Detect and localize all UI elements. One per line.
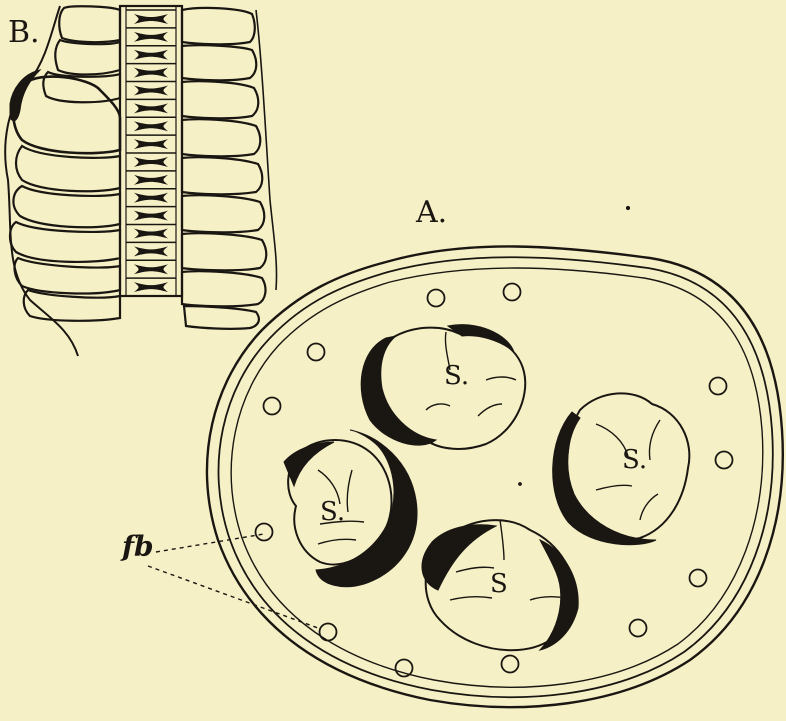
panel-a-label: A.: [415, 195, 447, 230]
panel-a-inner-wall-2: [231, 268, 763, 687]
strand-thickening: [134, 246, 168, 256]
panel-b-left-cells: [10, 6, 120, 321]
strand-thickening: [134, 50, 168, 60]
stray-dot: [519, 483, 522, 486]
panel-b-outer-edge: [5, 6, 78, 356]
fibrovascular-bundles: [256, 284, 733, 677]
strand-thickening: [134, 68, 168, 78]
panel-b-label: B.: [8, 15, 40, 50]
strand-thickening: [134, 228, 168, 238]
strand-thickening: [134, 157, 168, 167]
fb-label: fb: [120, 530, 154, 563]
strand-thickening: [134, 14, 168, 24]
panel-b-right-cells: [182, 8, 266, 329]
strand-thickening: [134, 32, 168, 42]
strand-thickening: [134, 85, 168, 95]
bundle-circle: [710, 378, 727, 395]
bundle-circle: [308, 344, 325, 361]
strand-thickening: [134, 193, 168, 203]
bundle-circle: [428, 290, 445, 307]
bundle-circle: [396, 660, 413, 677]
sorus-left: [284, 430, 417, 587]
strand-thickening: [134, 264, 168, 274]
panel-a-cross-section: [148, 246, 783, 707]
panel-a-inner-wall-1: [218, 257, 772, 697]
strand-thickening: [134, 282, 168, 292]
panel-b-tissue-section: [5, 6, 276, 356]
strand-thickening: [134, 211, 168, 221]
bundle-circle: [264, 398, 281, 415]
strand-thickening: [134, 139, 168, 149]
bundle-circle: [504, 284, 521, 301]
bundle-circle: [320, 624, 337, 641]
bundle-circle: [690, 570, 707, 587]
sorus-label-top: S.: [444, 361, 469, 391]
bundle-circle: [502, 656, 519, 673]
bundle-circle: [716, 452, 733, 469]
strand-thickening: [134, 103, 168, 113]
stray-dot: [626, 206, 629, 209]
sorus-label-bottom: S: [490, 569, 508, 599]
strand-thickening: [134, 121, 168, 131]
strand-thickening: [134, 175, 168, 185]
panel-b-central-strand: [120, 6, 182, 296]
panel-b-strand-cells: [126, 10, 176, 296]
bundle-circle: [630, 620, 647, 637]
sorus-label-right: S.: [622, 445, 647, 475]
bundle-circle: [256, 524, 273, 541]
sorus-label-left: S.: [320, 497, 345, 527]
